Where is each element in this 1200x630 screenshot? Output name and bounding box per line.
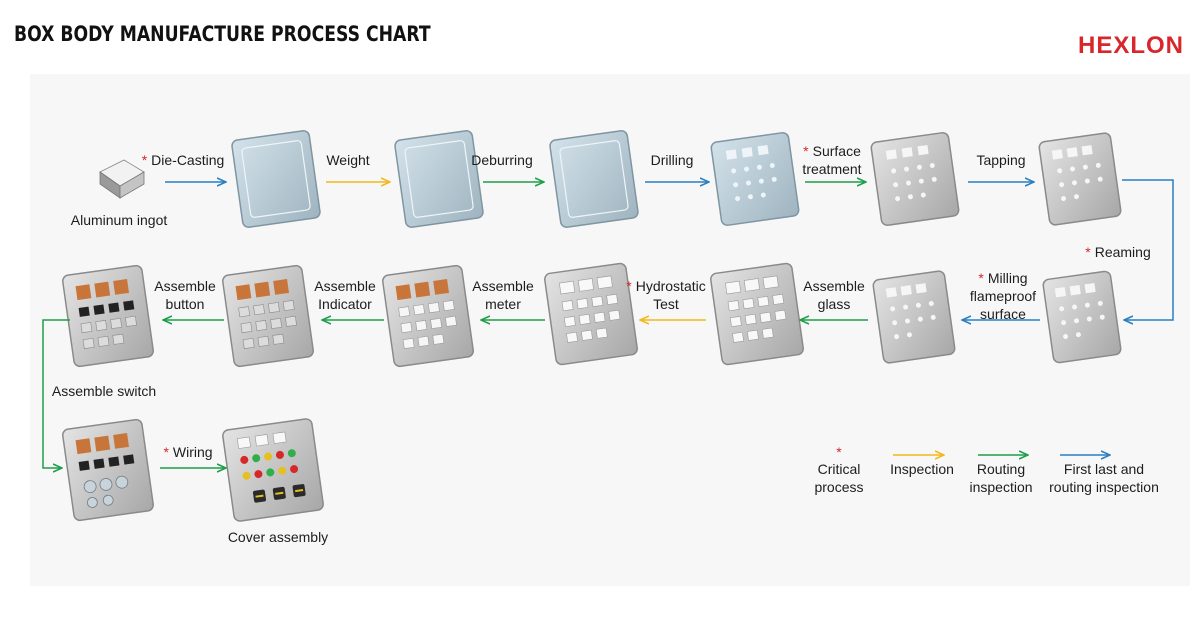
brand-logo: HEXLON <box>1077 32 1184 59</box>
glass-assembled-box-image <box>710 262 804 366</box>
label-deburring: Deburring <box>471 152 533 168</box>
label-weight: Weight <box>326 152 370 168</box>
label-die-casting: *Die-Casting <box>141 152 225 168</box>
cover-assembly-box-image <box>222 418 324 522</box>
label-wiring: *Wiring <box>163 444 213 460</box>
label-cover-assembly: Cover assembly <box>227 529 329 545</box>
arrow-tapping-to-reaming <box>1122 179 1174 320</box>
switch-assembled-box-image <box>62 418 154 522</box>
indicator-assembled-box-image <box>222 264 314 368</box>
reamed-box-image <box>1042 270 1122 364</box>
button-assembled-box-image <box>62 264 154 368</box>
legend-inspection-label: Inspection <box>890 461 954 477</box>
surface-treated-box-image <box>870 132 960 226</box>
label-drilling: Drilling <box>650 152 694 168</box>
tapped-box-image <box>1038 132 1122 226</box>
weighed-box-image <box>394 130 484 228</box>
deburred-box-image <box>549 130 639 228</box>
page-title: BOX BODY MANUFACTURE PROCESS CHART <box>14 22 431 46</box>
legend-critical-star: * <box>836 444 842 460</box>
label-tapping: Tapping <box>976 152 1026 168</box>
label-assemble-switch: Assemble switch <box>51 383 157 399</box>
label-aluminum-ingot: Aluminum ingot <box>70 212 168 228</box>
hydrostatic-test-box-image <box>544 262 638 366</box>
label-reaming: *Reaming <box>1085 244 1151 260</box>
die-cast-box-image <box>231 130 321 228</box>
meter-assembled-box-image <box>382 264 474 368</box>
milled-box-image <box>872 270 956 364</box>
arrow-button-to-switch <box>42 319 70 468</box>
aluminum-ingot-image <box>99 159 145 199</box>
drilled-box-image <box>710 132 800 226</box>
